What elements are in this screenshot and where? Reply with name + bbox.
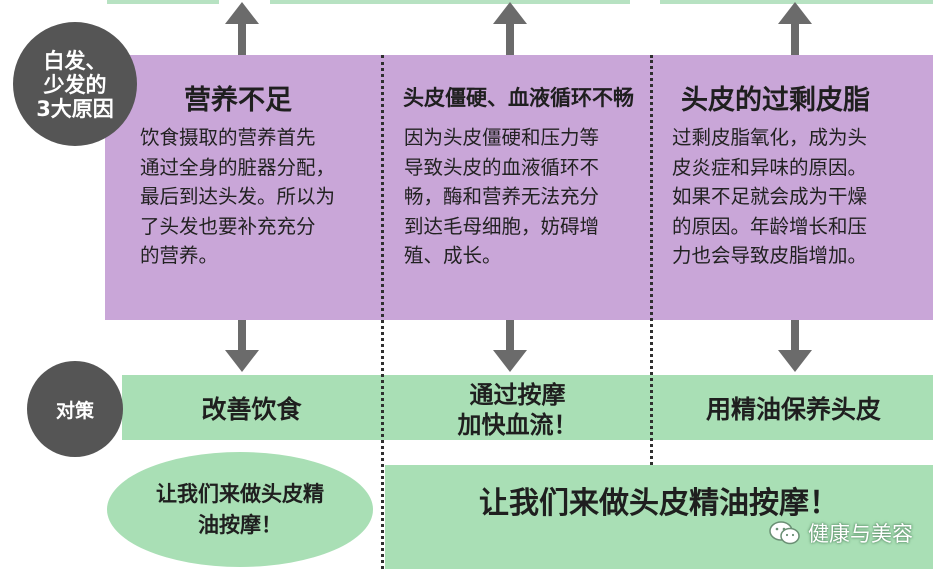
- cause-title-circulation: 头皮僵硬、血液循环不畅: [403, 86, 634, 110]
- bottom-message-box: [385, 465, 933, 569]
- ellipse-line: 让我们来做头皮精: [156, 481, 324, 506]
- cause-line: 的原因。年龄增长和压: [672, 214, 868, 238]
- cause-line: 皮炎症和异味的原因。: [672, 155, 868, 179]
- top-box-middle: [270, 0, 630, 4]
- cause-line: 过剩皮脂氧化，成为头: [672, 126, 868, 149]
- cause-line: 殖、成长。: [404, 244, 502, 267]
- massage-ellipse: 让我们来做头皮精 油按摩！: [107, 452, 373, 567]
- cause-line: 力也会导致皮脂增加。: [672, 244, 868, 267]
- divider-left: [381, 55, 384, 569]
- arrow-up-col3: [778, 2, 812, 55]
- watermark: 健康与美容: [768, 518, 913, 548]
- cause-line: 因为头皮僵硬和压力等: [404, 126, 600, 149]
- causes-band: [105, 55, 933, 320]
- cause-line: 了头发也要补充充分: [140, 214, 316, 238]
- measure-line: 改善饮食: [201, 395, 302, 424]
- cause-line: 饮食摄取的营养首先: [140, 126, 316, 149]
- cause-title-nutrition: 营养不足: [184, 85, 292, 116]
- ellipse-line: 油按摩！: [198, 512, 282, 537]
- causes-label-line: 白发、: [43, 49, 107, 73]
- wechat-icon: [768, 520, 802, 546]
- cause-line: 最后到达头发。所以为: [140, 185, 336, 208]
- measure-line: 用精油保养头皮: [705, 395, 881, 424]
- measures-label: 对策: [55, 399, 94, 422]
- arrow-up-col1: [225, 2, 259, 55]
- cause-body-nutrition: 饮食摄取的营养首先 通过全身的脏器分配， 最后到达头发。所以为 了头发也要补充充…: [140, 123, 335, 271]
- watermark-text: 健康与美容: [808, 522, 913, 546]
- cause-title-sebum: 头皮的过剩皮脂: [681, 85, 870, 116]
- cause-line: 到达毛母细胞，妨碍增: [404, 214, 600, 238]
- divider-right: [650, 55, 653, 465]
- cause-line: 如果不足就会成为干燥: [672, 185, 868, 208]
- measure-line: 加快血流！: [457, 411, 578, 439]
- causes-circle: 白发、 少发的 3大原因: [13, 22, 137, 146]
- cause-body-circulation: 因为头皮僵硬和压力等 导致头皮的血液循环不 畅，酶和营养无法充分 到达毛母细胞，…: [404, 123, 599, 271]
- measure-diet: 改善饮食: [122, 390, 381, 426]
- cause-line: 畅，酶和营养无法充分: [404, 185, 600, 208]
- top-box-left: [107, 0, 219, 4]
- measures-circle: 对策: [27, 361, 123, 457]
- arrow-down-col2: [493, 320, 527, 372]
- causes-label-line: 3大原因: [36, 97, 114, 121]
- cause-line: 的营养。: [140, 244, 219, 267]
- causes-label-line: 少发的: [43, 73, 107, 97]
- measure-essential-oil: 用精油保养头皮: [654, 390, 933, 426]
- measure-massage: 通过按摩 加快血流！: [385, 380, 650, 440]
- measure-line: 通过按摩: [469, 381, 566, 409]
- arrow-up-col2: [493, 2, 527, 55]
- arrow-down-col1: [225, 320, 259, 372]
- arrow-down-col3: [778, 320, 812, 372]
- measures-band: [122, 375, 933, 440]
- cause-body-sebum: 过剩皮脂氧化，成为头 皮炎症和异味的原因。 如果不足就会成为干燥 的原因。年龄增…: [672, 123, 867, 271]
- bottom-message: 让我们来做头皮精油按摩！: [479, 486, 839, 521]
- cause-line: 导致头皮的血液循环不: [404, 155, 600, 179]
- cause-line: 通过全身的脏器分配，: [140, 155, 336, 179]
